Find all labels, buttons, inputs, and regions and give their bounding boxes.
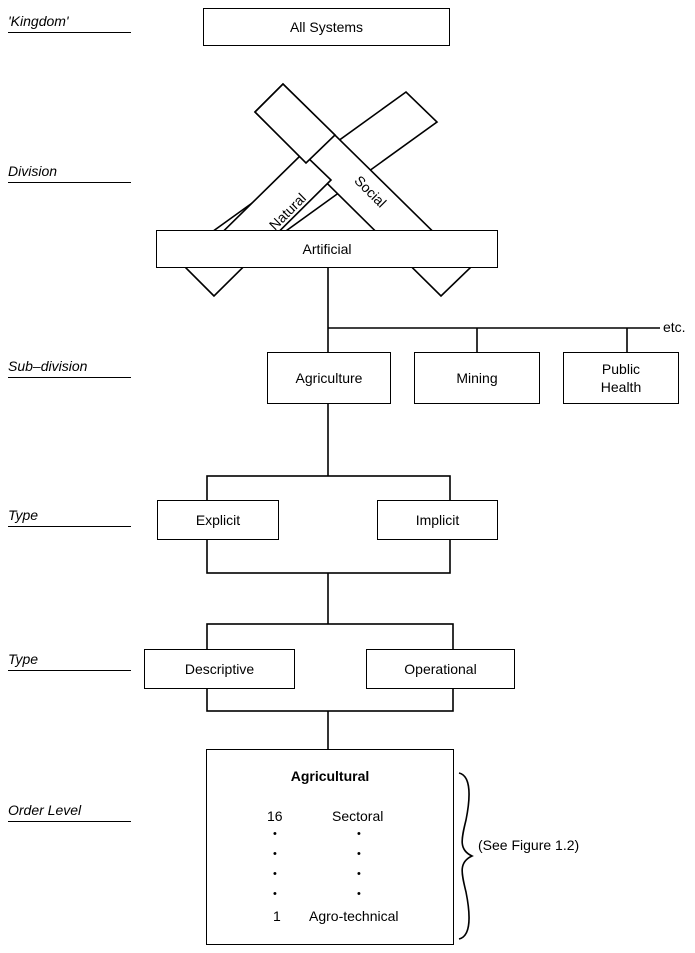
node-all-systems: All Systems [203, 8, 450, 46]
node-agriculture-label: Agriculture [295, 370, 363, 386]
order-level-top-number: 16 [267, 808, 283, 824]
node-operational: Operational [366, 649, 515, 689]
order-level-dots-right: • • • • [357, 824, 361, 904]
order-level-bottom-label: Agro-technical [309, 908, 399, 924]
dot: • [357, 828, 361, 840]
node-implicit: Implicit [377, 500, 498, 540]
node-explicit: Explicit [157, 500, 279, 540]
node-artificial-label: Artificial [302, 241, 352, 257]
dot: • [357, 848, 361, 860]
node-operational-label: Operational [404, 661, 477, 677]
dot: • [273, 888, 277, 900]
level-label-division: Division [8, 162, 131, 183]
order-level-top-label: Sectoral [332, 808, 384, 824]
order-level-dots-left: • • • • [273, 824, 277, 904]
node-mining: Mining [414, 352, 540, 404]
dot: • [273, 848, 277, 860]
node-explicit-label: Explicit [195, 512, 241, 528]
dot: • [357, 868, 361, 880]
figure-reference: (See Figure 1.2) [478, 837, 580, 853]
social-bar-upper-shape [253, 82, 337, 165]
level-label-kingdom: 'Kingdom' [8, 12, 131, 33]
dot: • [273, 868, 277, 880]
node-agricultural-order-levels: Agricultural 16 Sectoral • • • • • • • •… [206, 749, 454, 945]
node-descriptive-label: Descriptive [184, 661, 255, 677]
node-descriptive: Descriptive [144, 649, 295, 689]
curly-brace-icon [458, 772, 474, 940]
order-level-bottom-number: 1 [273, 908, 281, 924]
node-implicit-label: Implicit [415, 512, 460, 528]
level-label-type-2: Type [8, 650, 131, 671]
node-all-systems-label: All Systems [289, 19, 364, 35]
dot: • [273, 828, 277, 840]
level-label-type-1: Type [8, 506, 131, 527]
natural-bar-lower-shape [184, 151, 333, 298]
order-level-title: Agricultural [290, 768, 370, 784]
node-public-health: Public Health [563, 352, 679, 404]
node-agriculture: Agriculture [267, 352, 391, 404]
level-label-subdivision: Sub–division [8, 357, 131, 378]
dot: • [357, 888, 361, 900]
level-label-order-level: Order Level [8, 801, 131, 822]
subdivision-more-label: etc. [663, 319, 686, 335]
node-public-health-label: Public Health [600, 361, 642, 395]
node-artificial: Artificial [156, 230, 498, 268]
node-mining-label: Mining [456, 370, 498, 386]
